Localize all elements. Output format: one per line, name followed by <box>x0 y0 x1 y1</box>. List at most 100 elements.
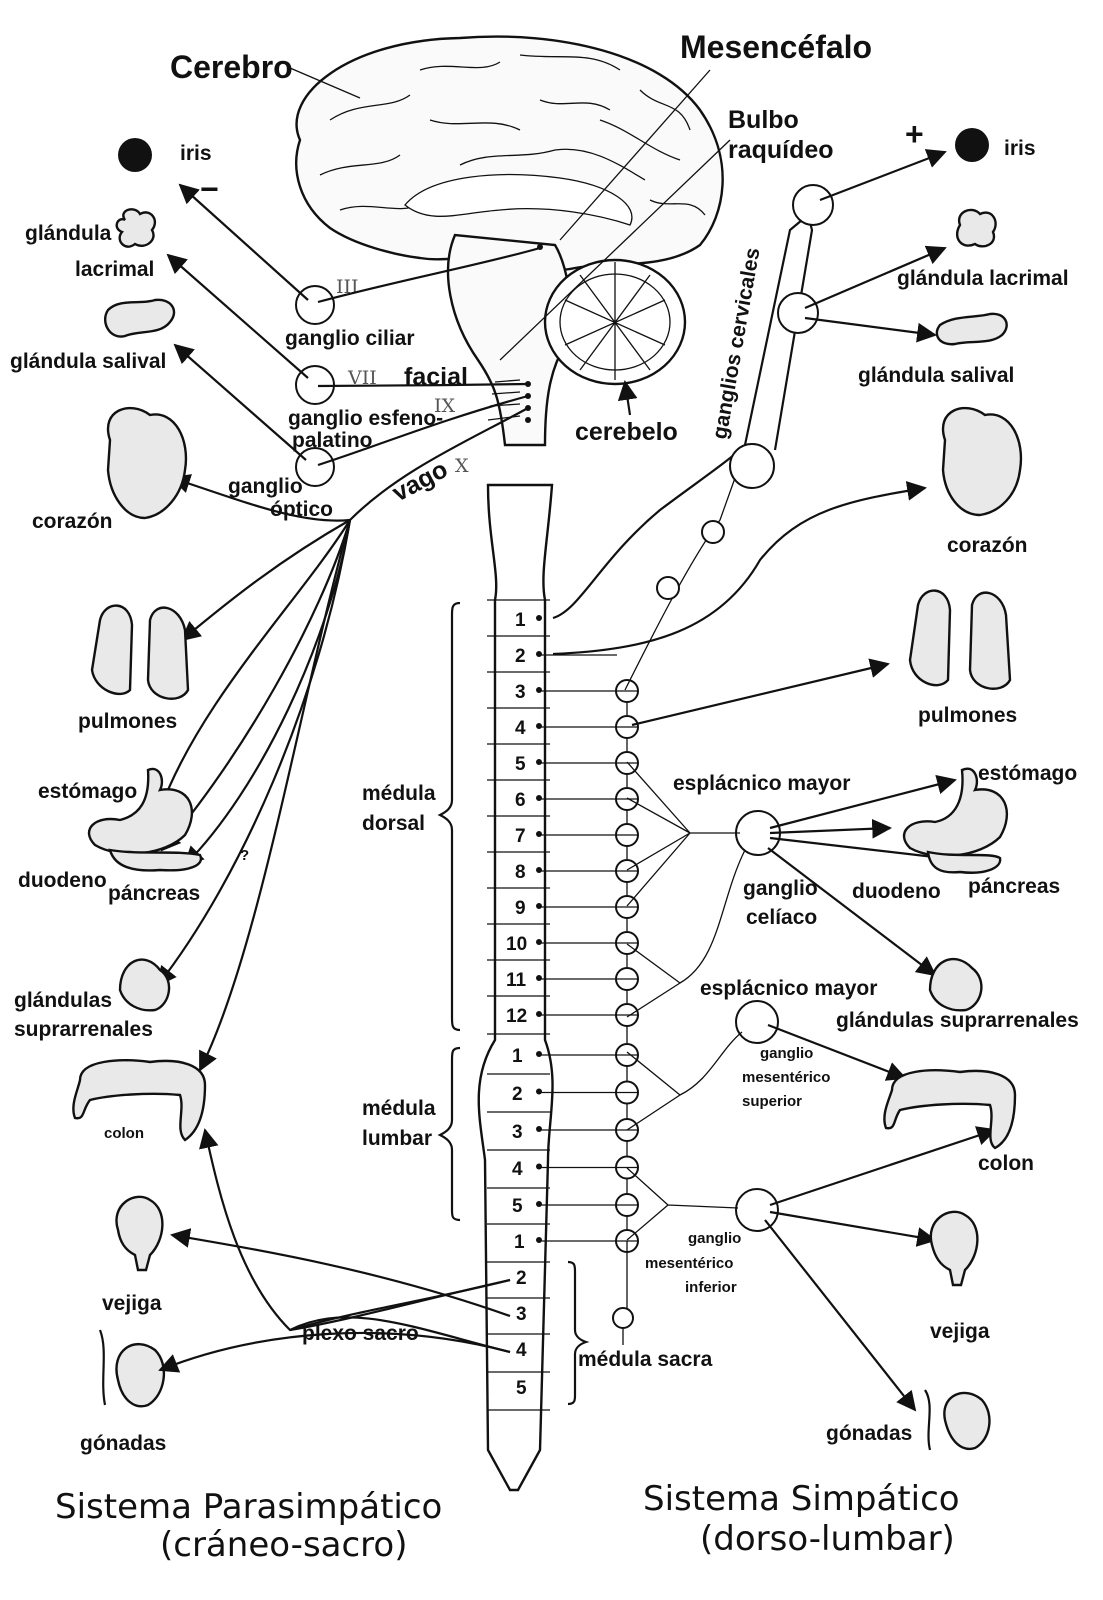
cervical-ganglion-b <box>656 576 680 600</box>
gonadas-left-icon <box>115 1342 166 1408</box>
dorsal-segment-2: 2 <box>515 646 526 667</box>
lumbar-segment-2: 2 <box>512 1084 523 1105</box>
dorsal-segment-8: 8 <box>515 862 526 883</box>
colon-right-label: colon <box>978 1152 1034 1175</box>
nerve-vii-label: VII <box>347 367 377 389</box>
corazon-right-label: corazón <box>947 534 1028 557</box>
brain-illustration <box>289 35 731 447</box>
estomago-right-label: estómago <box>978 762 1077 785</box>
mesencefalo-label: Mesencéfalo <box>680 29 872 65</box>
pulmones-right-label: pulmones <box>918 704 1017 727</box>
spinal-root-point <box>536 1051 542 1057</box>
medula-lumbar-label-1: médula <box>362 1097 436 1120</box>
dorsal-segment-12: 12 <box>506 1006 527 1027</box>
medula-lumbar-label-2: lumbar <box>362 1127 432 1150</box>
spinal-root-point <box>536 975 542 981</box>
vejiga-right-icon <box>929 1210 979 1287</box>
parasympathetic-subtitle: (cráneo-sacro) <box>160 1525 407 1565</box>
bulbo-label: Bulbo <box>728 106 799 134</box>
spinal-root-point <box>536 651 542 657</box>
segment-dividers <box>487 599 550 1411</box>
ganglio-mesenterico-superior-node <box>735 1000 779 1044</box>
parasympathetic-title: Sistema Parasimpático <box>55 1487 442 1527</box>
pulmones-left-label: pulmones <box>78 710 177 733</box>
ganglio-mesenterico-inferior-label-3: inferior <box>685 1279 737 1296</box>
glandula-lacrimal-left-icon <box>115 208 157 248</box>
glandula-lacrimal-right-icon <box>955 208 997 248</box>
plexo-sacro-label: plexo sacro <box>302 1322 419 1345</box>
lumbar-segment-4: 4 <box>512 1159 523 1180</box>
segment-labels: 1 2 3 4 5 6 7 8 9 10 11 12 1 2 3 4 5 1 2… <box>506 610 527 1399</box>
spinal-cord <box>477 483 554 1492</box>
spinal-root-point <box>536 1201 542 1207</box>
iris-left-label: iris <box>180 142 212 165</box>
iris-left-icon <box>118 138 152 172</box>
cerebro-label: Cerebro <box>170 49 293 85</box>
right-organs <box>883 128 1023 1451</box>
ganglio-celiaco-label-2: celíaco <box>746 906 817 929</box>
gonadas-right-icon <box>943 1391 991 1451</box>
dorsal-segment-3: 3 <box>515 682 526 703</box>
glandula-salival-right-label: glándula salival <box>858 364 1014 387</box>
sympathetic-chain <box>536 149 947 1345</box>
medula-dorsal-label-2: dorsal <box>362 812 425 835</box>
corazon-left-icon <box>106 406 188 520</box>
dorsal-segment-7: 7 <box>515 826 526 847</box>
sacral-segment-1: 1 <box>514 1232 525 1253</box>
parasympathetic-cranial-pathways <box>156 183 541 1072</box>
sacral-segment-4: 4 <box>516 1340 527 1361</box>
lumbar-segment-3: 3 <box>512 1122 523 1143</box>
ganglio-mesenterico-inferior-node <box>735 1188 779 1232</box>
glandulas-suprarrenales-left-icon <box>118 958 171 1012</box>
ganglio-mesenterico-superior-label-1: ganglio <box>760 1045 813 1062</box>
prevertebral-ganglia <box>626 761 997 1412</box>
palatino-label: palatino <box>292 429 373 452</box>
spinal-root-point <box>536 795 542 801</box>
plus-sign: + <box>905 116 924 152</box>
ganglios-cervicales-label: ganglios cervicales <box>708 246 764 441</box>
dorsal-segment-4: 4 <box>515 718 526 739</box>
iris-right-label: iris <box>1004 137 1036 160</box>
ganglio-celiaco-label-1: ganglio <box>743 877 818 900</box>
region-braces <box>437 601 590 1406</box>
gonadas-right-label: gónadas <box>826 1422 912 1445</box>
spinal-root-point <box>536 939 542 945</box>
vejiga-left-label: vejiga <box>102 1292 162 1315</box>
middle-cervical-ganglion <box>777 292 819 334</box>
question-mark: ? <box>240 847 249 864</box>
glandula-salival-left-icon <box>103 298 176 338</box>
cervical-ganglion-a <box>701 520 725 544</box>
ganglio-ciliar-node <box>295 285 335 325</box>
vejiga-right-label: vejiga <box>930 1320 990 1343</box>
sacral-segment-5: 5 <box>516 1378 527 1399</box>
colon-right-icon <box>883 1069 1017 1150</box>
spinal-root-point <box>536 615 542 621</box>
dorsal-segment-10: 10 <box>506 934 527 955</box>
spinal-root-point <box>536 1163 542 1170</box>
dorsal-segment-6: 6 <box>515 790 526 811</box>
sympathetic-title: Sistema Simpático <box>643 1479 960 1519</box>
pulmones-right-icon <box>908 589 1012 690</box>
ganglio-ciliar-label: ganglio ciliar <box>285 327 415 350</box>
ganglio-optico-node <box>295 447 335 487</box>
colon-left-label: colon <box>104 1125 144 1142</box>
nerve-ix-label: IX <box>434 395 456 417</box>
superior-cervical-ganglion <box>792 184 834 226</box>
dorsal-segment-5: 5 <box>515 754 526 775</box>
ganglio-mesenterico-superior-label-2: mesentérico <box>742 1069 830 1086</box>
glandulas-left-label: glándulas <box>14 989 112 1012</box>
sacral-chain-ganglion <box>612 1307 634 1329</box>
pulmones-left-icon <box>90 604 190 700</box>
ganglio-optico-label-2: óptico <box>270 498 333 521</box>
colon-left-icon <box>72 1059 207 1142</box>
suprarrenales-left-label: suprarrenales <box>14 1018 153 1041</box>
gonadas-left-label: gónadas <box>80 1432 166 1455</box>
spinal-root-point <box>536 831 542 837</box>
estomago-left-label: estómago <box>38 780 137 803</box>
cerebellum <box>543 258 687 386</box>
minus-sign: − <box>200 171 219 207</box>
glandula-salival-right-icon <box>935 312 1008 346</box>
vejiga-left-icon <box>115 1195 164 1272</box>
pancreas-left-label: páncreas <box>108 882 200 905</box>
